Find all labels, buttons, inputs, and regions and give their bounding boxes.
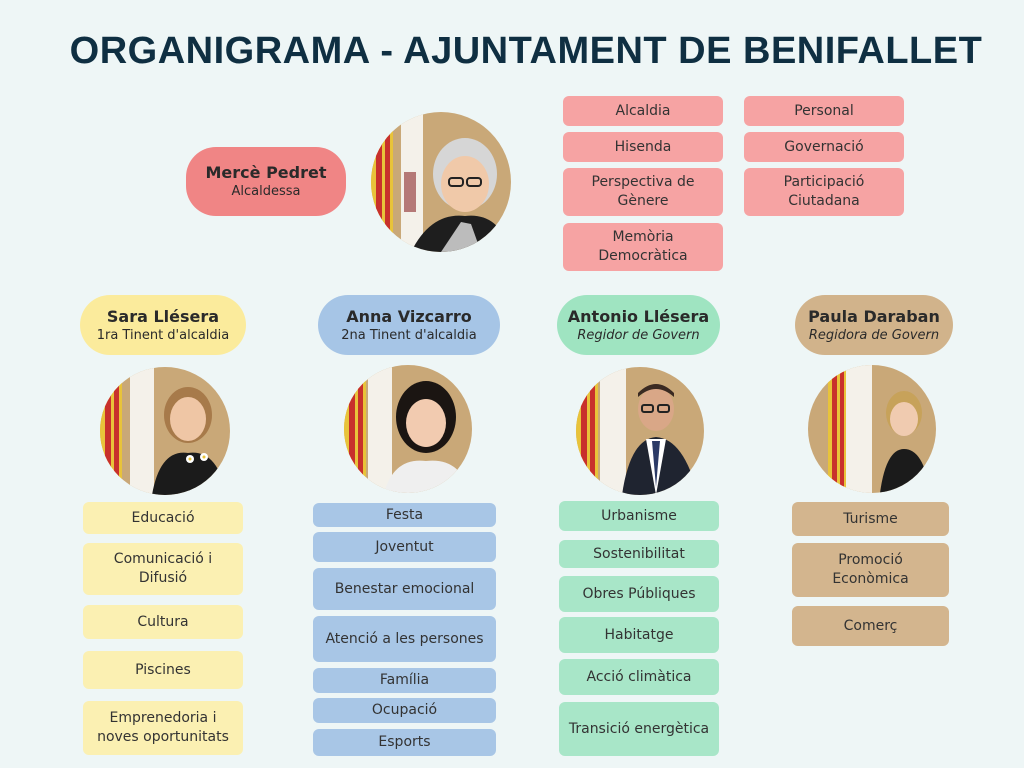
mayor-photo (371, 112, 511, 252)
mayor-area-box: Participació Ciutadana (744, 168, 904, 216)
mayor-name: Mercè Pedret (205, 163, 327, 182)
area-box-anna: Família (313, 668, 496, 693)
area-box-antonio: Acció climàtica (559, 659, 719, 695)
member-name: Paula Daraban (808, 306, 940, 326)
area-box-anna: Joventut (313, 532, 496, 562)
member-role: Regidor de Govern (577, 327, 700, 343)
mayor-area-box: Memòria Democràtica (563, 223, 723, 271)
area-box-sara: Educació (83, 502, 243, 534)
area-box-paula: Turisme (792, 502, 949, 536)
area-box-antonio: Habitatge (559, 617, 719, 653)
area-box-sara: Comunicació i Difusió (83, 543, 243, 595)
area-box-anna: Festa (313, 503, 496, 527)
area-box-paula: Comerç (792, 606, 949, 646)
member-label-sara: Sara Llésera 1ra Tinent d'alcaldia (80, 295, 246, 355)
page-title: ORGANIGRAMA - AJUNTAMENT DE BENIFALLET (69, 30, 983, 72)
member-role: 1ra Tinent d'alcaldia (96, 327, 230, 343)
area-box-sara: Emprenedoria i noves oportunitats (83, 701, 243, 755)
area-box-anna: Ocupació (313, 698, 496, 723)
member-name: Anna Vizcarro (346, 306, 472, 326)
area-box-anna: Esports (313, 729, 496, 756)
mayor-area-box: Personal (744, 96, 904, 126)
mayor-label: Mercè Pedret Alcaldessa (186, 147, 346, 216)
area-box-anna: Atenció a les persones (313, 616, 496, 662)
area-box-sara: Cultura (83, 605, 243, 639)
member-name: Antonio Llésera (567, 306, 710, 326)
area-box-sara: Piscines (83, 651, 243, 689)
area-box-paula: Promoció Econòmica (792, 543, 949, 597)
member-photo-anna (344, 365, 472, 493)
mayor-role: Alcaldessa (231, 184, 301, 199)
area-box-antonio: Obres Públiques (559, 576, 719, 612)
member-photo-sara (100, 367, 230, 495)
area-box-antonio: Sostenibilitat (559, 540, 719, 568)
member-photo-antonio (576, 367, 704, 495)
member-photo-paula (808, 365, 936, 493)
mayor-area-box: Perspectiva de Gènere (563, 168, 723, 216)
area-box-antonio: Transició energètica (559, 702, 719, 756)
mayor-area-box: Governació (744, 132, 904, 162)
member-label-paula: Paula Daraban Regidora de Govern (795, 295, 953, 355)
area-box-antonio: Urbanisme (559, 501, 719, 531)
member-role: 2na Tinent d'alcaldia (341, 327, 477, 343)
member-label-anna: Anna Vizcarro 2na Tinent d'alcaldia (318, 295, 500, 355)
area-box-anna: Benestar emocional (313, 568, 496, 610)
mayor-area-box: Hisenda (563, 132, 723, 162)
mayor-area-box: Alcaldia (563, 96, 723, 126)
member-name: Sara Llésera (106, 306, 220, 326)
member-label-antonio: Antonio Llésera Regidor de Govern (557, 295, 720, 355)
member-role: Regidora de Govern (808, 327, 940, 343)
